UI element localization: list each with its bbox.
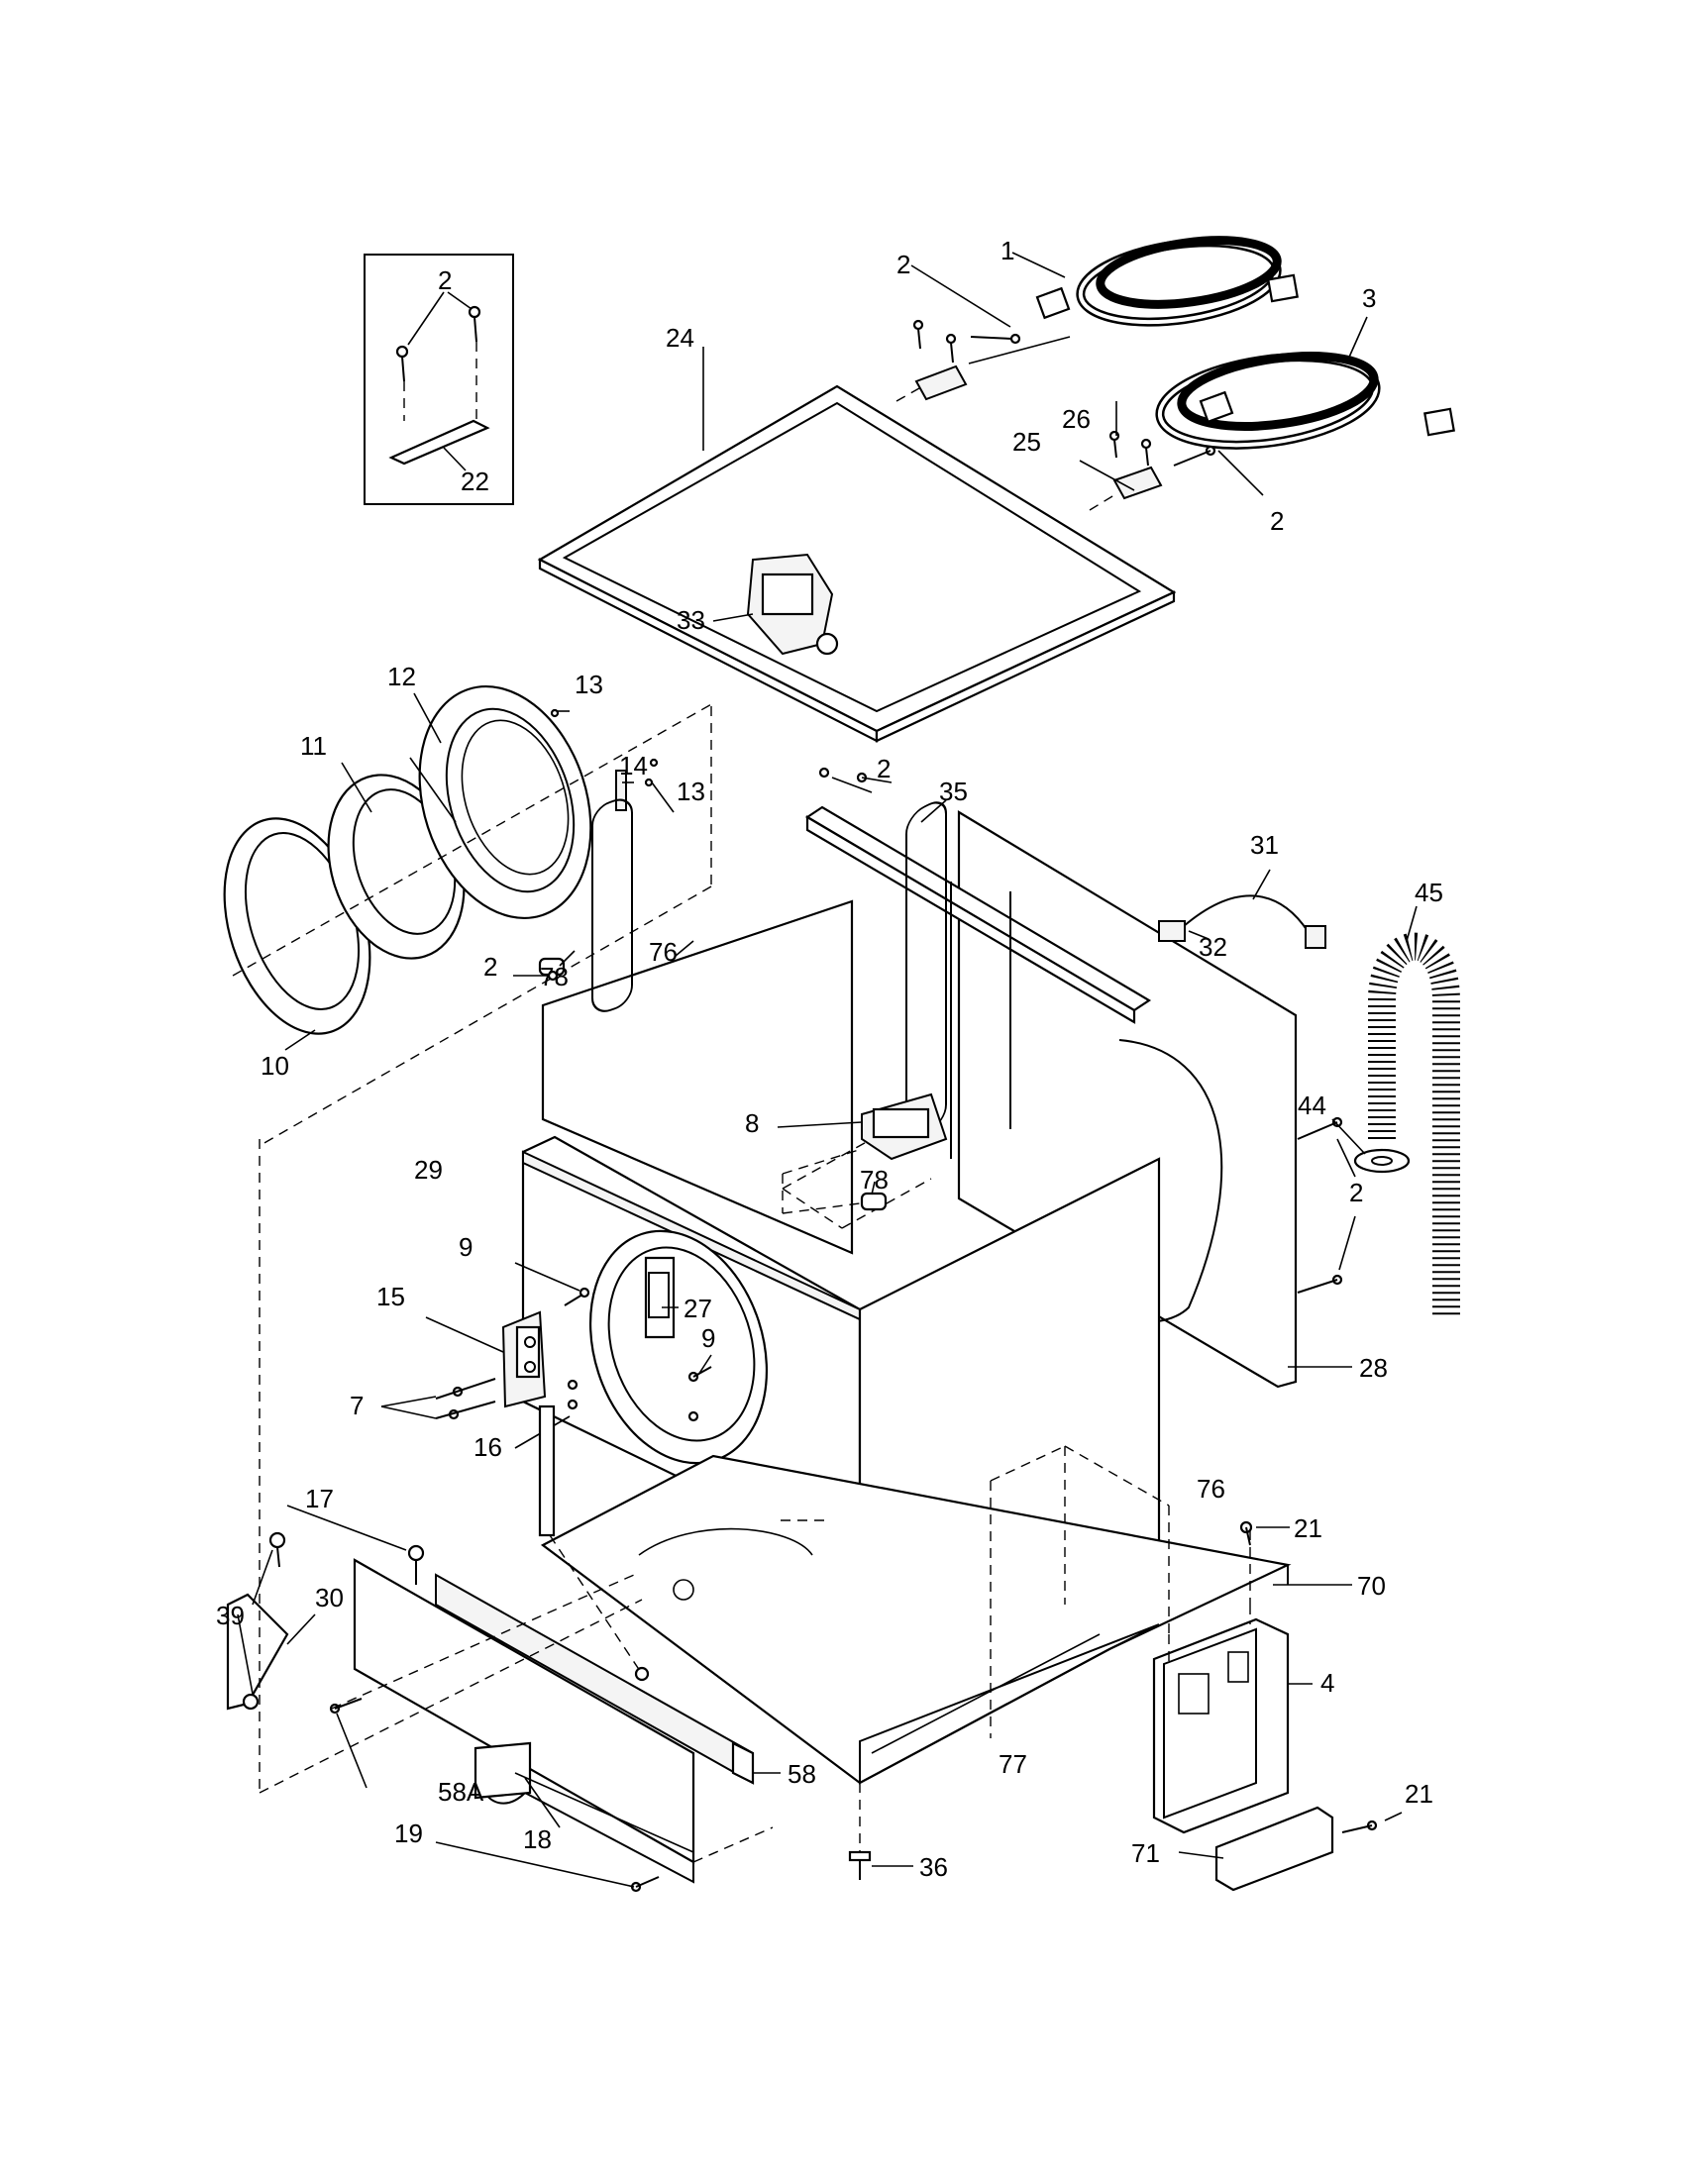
callout-2-right: 2 <box>1270 506 1284 536</box>
inlet-hose-1 <box>1011 236 1299 327</box>
top-panel <box>537 347 1177 743</box>
callout-17: 17 <box>305 1484 334 1513</box>
callout-2-crossbar: 2 <box>877 754 891 783</box>
callout-70: 70 <box>1357 1571 1386 1601</box>
callout-15: 15 <box>376 1282 405 1311</box>
callout-9a: 9 <box>459 1232 473 1262</box>
callout-13a: 13 <box>575 670 603 699</box>
callout-1: 1 <box>1000 236 1014 265</box>
callout-22: 22 <box>461 467 489 496</box>
callout-28: 28 <box>1359 1353 1388 1383</box>
callout-16: 16 <box>474 1432 502 1462</box>
inlet-hose-3 <box>1155 316 1455 450</box>
callout-45: 45 <box>1415 878 1443 907</box>
power-cord <box>1158 869 1326 949</box>
callout-14: 14 <box>619 751 648 780</box>
callout-12: 12 <box>387 662 416 691</box>
callout-7: 7 <box>350 1391 364 1420</box>
callout-78b: 78 <box>860 1165 889 1195</box>
callout-76b: 76 <box>1197 1474 1225 1504</box>
callout-24: 24 <box>666 323 694 353</box>
inset-box <box>364 254 514 505</box>
callout-10: 10 <box>261 1051 289 1081</box>
callout-25: 25 <box>1012 427 1041 457</box>
callout-21a: 21 <box>1294 1513 1322 1543</box>
callout-32: 32 <box>1199 932 1227 962</box>
callout-26: 26 <box>1062 404 1091 434</box>
callout-4: 4 <box>1320 1668 1334 1698</box>
callout-30: 30 <box>315 1583 344 1612</box>
callout-2-top: 2 <box>896 250 910 279</box>
bracket-22 <box>388 419 490 466</box>
hose-brackets <box>895 264 1264 511</box>
callout-58a: 58A <box>438 1777 484 1807</box>
callout-36: 36 <box>919 1852 948 1882</box>
callout-39: 39 <box>216 1601 245 1630</box>
callout-33: 33 <box>677 605 705 635</box>
callout-2-clip: 2 <box>483 952 497 982</box>
callout-3: 3 <box>1362 283 1376 313</box>
drain-hose <box>1331 905 1460 1317</box>
door-assembly <box>223 684 714 1145</box>
callout-8: 8 <box>745 1108 759 1138</box>
side-screws <box>1297 1116 1356 1294</box>
hinge-assembly <box>380 1256 712 1537</box>
leveling-foot <box>848 1520 1290 1880</box>
callout-71: 71 <box>1131 1838 1160 1868</box>
callout-78a: 78 <box>540 962 569 991</box>
control-board <box>1152 1584 1403 1892</box>
callout-29: 29 <box>414 1155 443 1185</box>
cabinet <box>521 798 1352 1785</box>
callout-58: 58 <box>788 1759 816 1789</box>
callout-18: 18 <box>523 1824 552 1854</box>
kickplate-assembly <box>226 1139 781 1893</box>
callout-13b: 13 <box>677 777 705 806</box>
callout-2-side: 2 <box>1349 1178 1363 1207</box>
callout-19: 19 <box>394 1819 423 1848</box>
callout-44: 44 <box>1298 1091 1326 1120</box>
screw-icon <box>395 305 481 382</box>
callout-11: 11 <box>300 731 327 761</box>
callout-31: 31 <box>1250 830 1279 860</box>
valve-and-switch <box>513 553 948 1214</box>
callout-35: 35 <box>939 777 968 806</box>
callout-77: 77 <box>999 1749 1027 1779</box>
callout-27: 27 <box>684 1294 712 1323</box>
callout-9b: 9 <box>701 1323 715 1353</box>
callout-21b: 21 <box>1405 1779 1433 1809</box>
callout-76a: 76 <box>649 937 678 967</box>
callout-labels: 1 2 2 2 2 2 2 3 4 7 8 9 9 10 11 12 13 13… <box>216 236 1443 1882</box>
callout-2-inset: 2 <box>438 265 452 295</box>
